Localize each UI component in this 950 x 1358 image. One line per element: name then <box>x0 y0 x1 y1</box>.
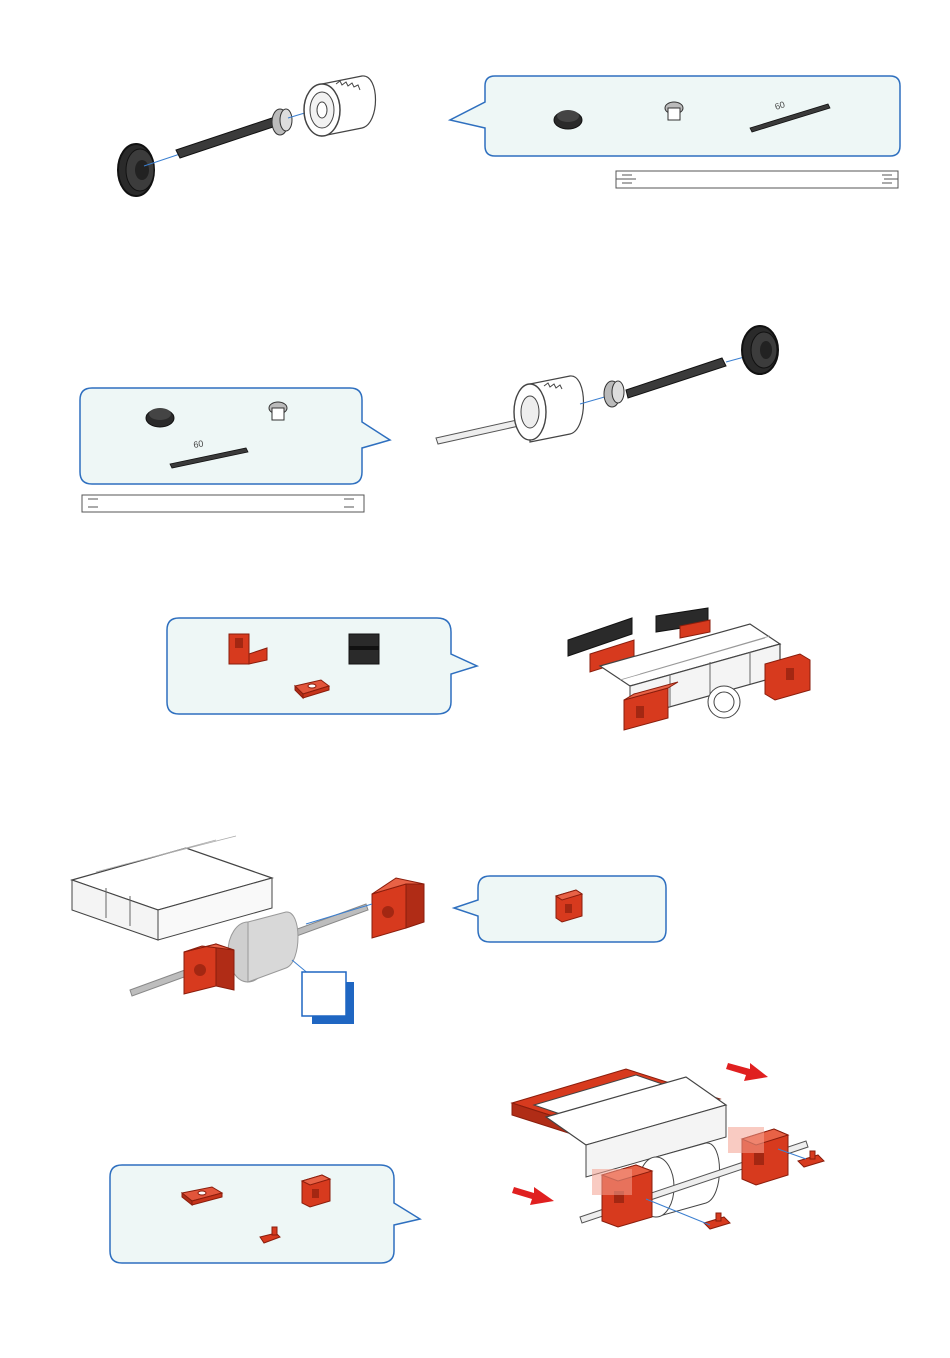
step-1: 60 <box>0 0 950 230</box>
step-2: 60 <box>0 300 950 530</box>
ruler-icon <box>78 492 368 516</box>
crown-gear-drum <box>514 376 584 442</box>
step-2-assembly <box>430 320 790 470</box>
step-1-assembly <box>100 70 390 210</box>
red-bearing-block-icon <box>184 944 234 994</box>
parts-bubble: 60 <box>78 386 398 490</box>
axle-icon <box>626 358 726 398</box>
bevel-gear-icon <box>665 102 683 120</box>
red-bearing-block-icon <box>302 1175 330 1207</box>
detail-callout-icon <box>292 960 354 1024</box>
hub-wheel-icon <box>118 144 154 196</box>
red-bearing-block-icon <box>372 878 424 938</box>
axle-icon <box>176 118 276 158</box>
step-3 <box>0 600 950 770</box>
step-4-assembly <box>66 840 436 1030</box>
axle-length-label: 60 <box>193 438 205 450</box>
crown-gear <box>708 686 740 718</box>
direction-arrow-icon <box>512 1187 554 1205</box>
red-clip-icon <box>704 1213 730 1229</box>
step-4 <box>0 830 950 1030</box>
black-building-block-icon <box>349 634 379 664</box>
red-clip-icon <box>798 1151 824 1167</box>
red-bearing-block-icon <box>556 890 582 922</box>
bevel-gear-icon <box>272 109 292 135</box>
bevel-gear-icon <box>269 402 287 420</box>
parts-bubble: 60 <box>440 70 910 170</box>
parts-bubble <box>448 874 670 948</box>
step-3-assembly <box>560 606 820 756</box>
crown-gear-drum <box>304 76 376 136</box>
parts-bubble <box>165 616 485 720</box>
hub-wheel-icon <box>742 326 778 374</box>
step-5 <box>0 1055 950 1315</box>
step-5-assembly <box>506 1057 846 1247</box>
bevel-gear-icon <box>604 381 624 407</box>
parts-bubble <box>108 1163 424 1269</box>
direction-arrow-icon <box>726 1063 768 1081</box>
ruler-icon <box>612 168 902 192</box>
crown-gear-drum <box>228 912 298 982</box>
